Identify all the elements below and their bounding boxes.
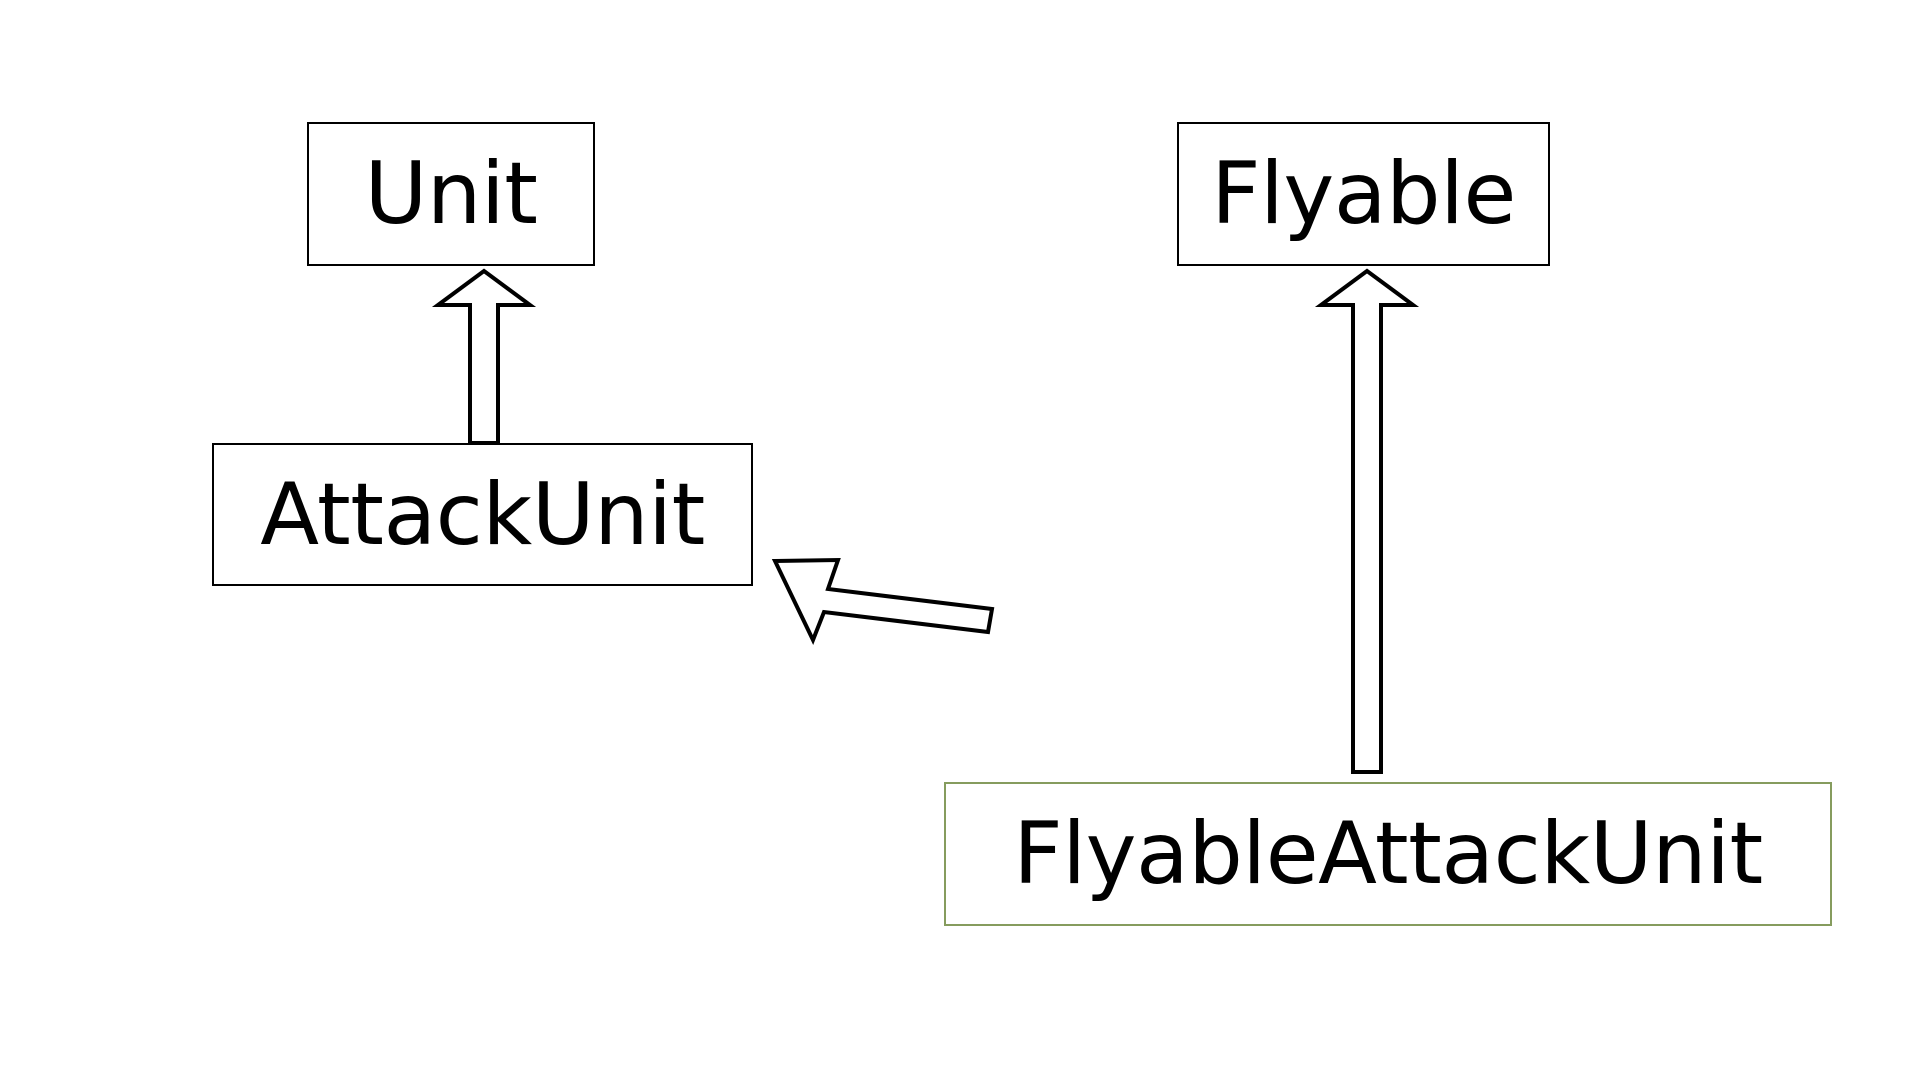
generalization-arrow-flyableattackunit-to-attackunit bbox=[771, 557, 995, 645]
generalization-arrow-flyableattackunit-to-flyable bbox=[1314, 268, 1420, 774]
class-box-unit[interactable]: Unit bbox=[307, 122, 595, 266]
class-box-attackunit[interactable]: AttackUnit bbox=[212, 443, 753, 586]
class-name-flyableattackunit: FlyableAttackUnit bbox=[1013, 804, 1763, 904]
class-name-flyable: Flyable bbox=[1211, 144, 1516, 244]
class-box-flyableattackunit[interactable]: FlyableAttackUnit bbox=[944, 782, 1832, 926]
generalization-arrow-attackunit-to-unit bbox=[431, 268, 537, 445]
class-name-unit: Unit bbox=[364, 144, 538, 244]
class-name-attackunit: AttackUnit bbox=[260, 464, 705, 565]
class-box-flyable[interactable]: Flyable bbox=[1177, 122, 1550, 266]
